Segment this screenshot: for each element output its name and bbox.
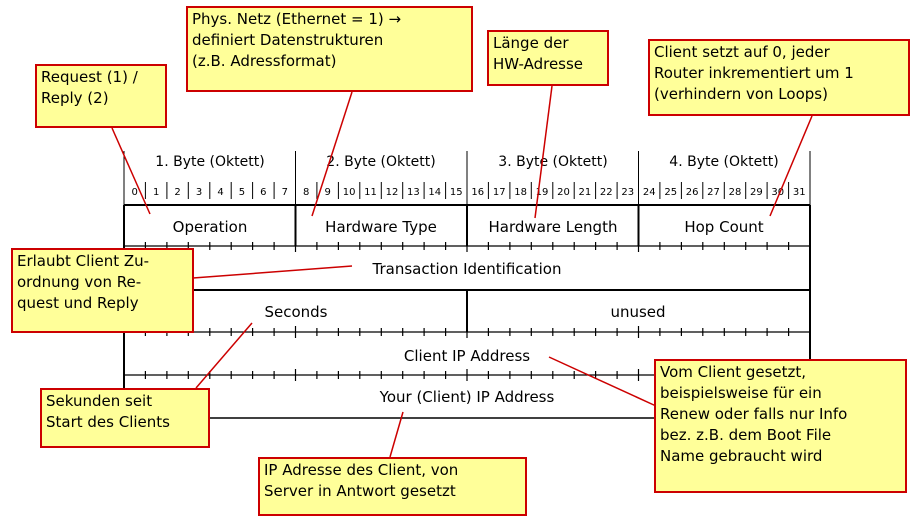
bit-number: 0 — [132, 187, 138, 198]
bit-number: 18 — [514, 187, 527, 198]
callout-sekunden: Sekunden seit Start des Clients — [40, 388, 210, 448]
bit-number: 25 — [664, 187, 677, 198]
field-unused: unused — [610, 303, 665, 321]
bit-number: 28 — [729, 187, 742, 198]
callout-laenge-hw: Länge der HW-Adresse — [487, 30, 609, 86]
bit-number: 6 — [260, 187, 266, 198]
field-hardware-length: Hardware Length — [489, 218, 618, 236]
leader-client-setzt — [769, 115, 813, 217]
bit-number: 2 — [174, 187, 180, 198]
bit-number: 24 — [643, 187, 656, 198]
bit-number: 29 — [750, 187, 763, 198]
leader-ip-adresse — [389, 411, 404, 458]
bit-number: 5 — [239, 187, 245, 198]
bit-number: 4 — [217, 187, 223, 198]
bit-number: 14 — [428, 187, 441, 198]
header-byte-separators — [123, 151, 811, 205]
byte-label-4: 4. Byte (Oktett) — [669, 154, 778, 170]
bit-number: 12 — [386, 187, 399, 198]
byte-label-3: 3. Byte (Oktett) — [498, 154, 607, 170]
bit-number: 27 — [707, 187, 720, 198]
bit-number: 20 — [557, 187, 570, 198]
byte-label-2: 2. Byte (Oktett) — [326, 154, 435, 170]
bit-tick-marks — [144, 182, 790, 199]
bit-number: 3 — [196, 187, 202, 198]
bit-number: 21 — [579, 187, 592, 198]
field-seconds: Seconds — [264, 303, 327, 321]
field-transaction-id: Transaction Identification — [372, 260, 562, 278]
callout-client-setzt: Client setzt auf 0, jeder Router inkreme… — [648, 39, 910, 116]
byte-label-1: 1. Byte (Oktett) — [155, 154, 264, 170]
callout-ip-adresse: IP Adresse des Client, von Server in Ant… — [258, 457, 527, 516]
bit-number: 1 — [153, 187, 159, 198]
bit-number: 7 — [282, 187, 288, 198]
callout-phys-netz: Phys. Netz (Ethernet = 1) → definiert Da… — [186, 6, 473, 92]
leader-vom-client — [548, 356, 657, 407]
bit-number: 31 — [793, 187, 806, 198]
bit-number: 8 — [303, 187, 309, 198]
leader-request-reply — [111, 127, 151, 215]
leader-laenge-hw — [534, 85, 553, 219]
bit-number: 26 — [686, 187, 699, 198]
bit-number: 13 — [407, 187, 420, 198]
field-operation: Operation — [173, 218, 248, 236]
bit-number: 19 — [536, 187, 549, 198]
field-your-client-ip: Your (Client) IP Address — [379, 388, 555, 406]
leader-erlaubt-client — [192, 265, 353, 279]
bit-number: 23 — [621, 187, 634, 198]
field-hop-count: Hop Count — [684, 218, 763, 236]
field-hardware-type: Hardware Type — [325, 218, 437, 236]
callout-vom-client: Vom Client gesetzt, beispielsweise für e… — [654, 359, 907, 493]
callout-request-reply: Request (1) / Reply (2) — [35, 64, 167, 128]
bit-number: 30 — [771, 187, 784, 198]
packet-table-frame — [123, 204, 811, 420]
leader-sekunden — [195, 322, 253, 389]
bit-number: 22 — [600, 187, 613, 198]
field-client-ip: Client IP Address — [404, 347, 530, 365]
callout-erlaubt-client: Erlaubt Client Zu- ordnung von Re- quest… — [11, 248, 194, 333]
leader-lines — [111, 85, 813, 458]
bit-number: 10 — [343, 187, 356, 198]
bit-number: 16 — [471, 187, 484, 198]
bit-number: 11 — [364, 187, 377, 198]
bit-number: 17 — [493, 187, 506, 198]
bit-number: 15 — [450, 187, 463, 198]
bit-number: 9 — [325, 187, 331, 198]
leader-phys-netz — [311, 91, 353, 217]
